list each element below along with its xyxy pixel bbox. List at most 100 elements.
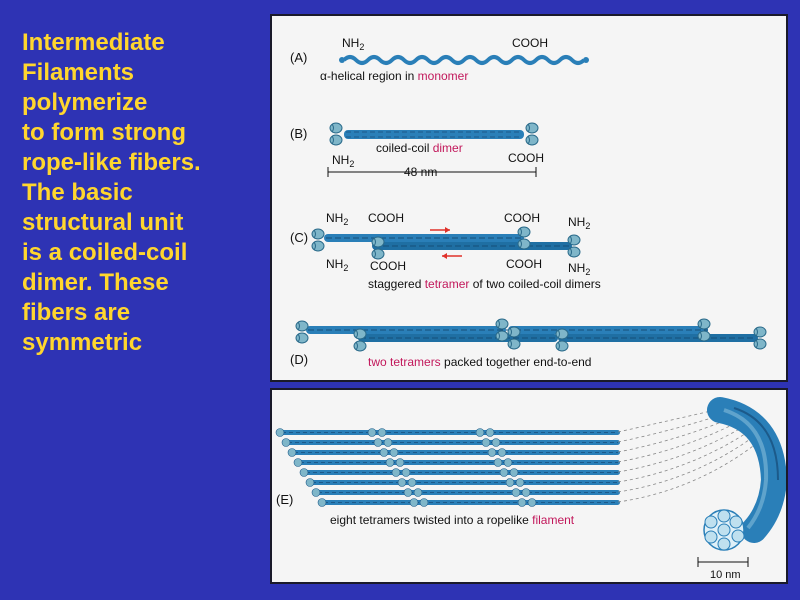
filament-tetramer-head xyxy=(407,478,417,487)
panel-b: (B) NH2 COOH coiled-coil dimer 48 nm xyxy=(290,122,544,179)
panel-c-cooh-top-left: COOH xyxy=(368,211,404,225)
panel-b-letter: (B) xyxy=(290,126,307,141)
filament-tetramer-head xyxy=(413,488,423,497)
filament-tetramer-head xyxy=(527,498,537,507)
filament-tetramer-head xyxy=(311,488,321,497)
filament-tetramer-head xyxy=(499,468,509,477)
filament-tetramer-head xyxy=(493,458,503,467)
arrowhead xyxy=(442,253,447,259)
panel-b-caption: coiled-coil dimer xyxy=(376,141,463,155)
panel-d-letter: (D) xyxy=(290,352,308,367)
panel-b-cooh-label: COOH xyxy=(508,151,544,165)
filament-tetramer-head xyxy=(281,438,291,447)
panel-d-caption: two tetramers packed together end-to-end xyxy=(368,355,591,369)
panel-b-nh2-label: NH2 xyxy=(332,153,354,169)
filament-tetramer-head xyxy=(293,458,303,467)
assembly-diagram: (A) NH2 COOH α-helical region in monomer… xyxy=(290,36,767,369)
filament-tetramer-head xyxy=(367,428,377,437)
filament-tetramer-head xyxy=(397,478,407,487)
filament-tetramer-head xyxy=(515,478,525,487)
panel-a-caption: α-helical region in monomer xyxy=(320,69,468,83)
figure-panel-filament: 10 nm (E) eight tetramers twisted into a… xyxy=(270,388,788,584)
filament-tetramer-head xyxy=(389,448,399,457)
filament-tetramer-head xyxy=(521,488,531,497)
nh-text: NH xyxy=(342,36,359,50)
tetramer-coil xyxy=(326,237,570,247)
filament-tetramer-head xyxy=(409,498,419,507)
slide-body-text: Intermediate Filaments polymerize to for… xyxy=(22,28,272,358)
text-line: polymerize xyxy=(22,89,148,116)
filament-tetramer-head xyxy=(491,438,501,447)
filament-tetramer-head xyxy=(373,438,383,447)
text-line: to form strong xyxy=(22,119,186,146)
filament-tetramer-head xyxy=(305,478,315,487)
filament-tetramer-head xyxy=(385,458,395,467)
filament-tetramer-head xyxy=(377,428,387,437)
nh-text: NH xyxy=(568,261,585,275)
subscript: 2 xyxy=(343,217,348,227)
nh-text: NH xyxy=(326,211,343,225)
filament-diagram: 10 nm (E) eight tetramers twisted into a… xyxy=(275,397,788,581)
scale-label-10nm: 10 nm xyxy=(710,569,741,581)
filament-tetramer-head xyxy=(505,478,515,487)
filament-tetramer-head xyxy=(379,448,389,457)
dimer-rod xyxy=(344,130,524,139)
filament-tetramer-head xyxy=(487,448,497,457)
filament-tetramer-head xyxy=(317,498,327,507)
text-line: Filaments xyxy=(22,59,135,86)
filament-tetramer-head xyxy=(383,438,393,447)
filament-tetramer-head xyxy=(403,488,413,497)
caption-text: of two coiled-coil dimers xyxy=(469,277,600,291)
filament-tetramer-head xyxy=(509,468,519,477)
caption-text: α-helical region in xyxy=(320,69,418,83)
filament-tetramer-head xyxy=(419,498,429,507)
monomer-helix xyxy=(342,55,586,65)
caption-highlight: tetramer xyxy=(425,277,470,291)
nh-text: NH xyxy=(326,257,343,271)
scale-10nm: 10 nm xyxy=(697,557,749,581)
caption-text: eight tetramers twisted into a ropelike xyxy=(330,513,532,527)
tetramer-head xyxy=(295,320,309,344)
filament-tetramer-head xyxy=(503,458,513,467)
filament-tetramer-head xyxy=(299,468,309,477)
panel-c-nh2-top-right: NH2 xyxy=(568,215,590,231)
nh-text: NH xyxy=(332,153,349,167)
dimer-coil xyxy=(346,131,522,138)
text-line: fibers are xyxy=(22,299,131,326)
caption-highlight: two tetramers xyxy=(368,355,441,369)
caption-text: packed together end-to-end xyxy=(441,355,592,369)
panel-c-cooh-top-right: COOH xyxy=(504,211,540,225)
tetramer-head-left xyxy=(311,228,325,252)
dimer-head-right xyxy=(525,122,539,146)
filament-tetramer-head xyxy=(275,428,285,437)
arrowhead xyxy=(445,227,450,233)
filament-tetramer-head xyxy=(485,428,495,437)
rope-filament xyxy=(707,397,788,543)
monomer-n-terminus xyxy=(339,57,345,63)
text-line: Intermediate xyxy=(22,29,165,56)
text-line: is a coiled-coil xyxy=(22,239,188,266)
dimer-head-left xyxy=(329,122,343,146)
figure-panel-assembly: (A) NH2 COOH α-helical region in monomer… xyxy=(270,14,788,382)
panel-a-cooh-label: COOH xyxy=(512,36,548,50)
text-line: structural unit xyxy=(22,209,184,236)
text-line: The basic xyxy=(22,179,133,206)
filament-tetramer-head xyxy=(511,488,521,497)
panel-c-nh2-bottom-left: NH2 xyxy=(326,257,348,273)
panel-c-caption: staggered tetramer of two coiled-coil di… xyxy=(368,277,601,291)
filament-tetramer-rod xyxy=(286,440,620,445)
panel-c-letter: (C) xyxy=(290,230,308,245)
filament-tetramer-head xyxy=(401,468,411,477)
text-line: rope-like fibers. xyxy=(22,149,201,176)
caption-highlight: monomer xyxy=(418,69,469,83)
panel-c-cooh-bottom-left: COOH xyxy=(370,259,406,273)
filament-tetramer-head xyxy=(395,458,405,467)
panel-c-nh2-top-left: NH2 xyxy=(326,211,348,227)
subscript: 2 xyxy=(585,267,590,277)
caption-text: staggered xyxy=(368,277,425,291)
caption-highlight: dimer xyxy=(433,141,463,155)
filament-tetramer-head xyxy=(475,428,485,437)
filament-tetramer-rod xyxy=(310,480,620,485)
filament-tetramer-head xyxy=(391,468,401,477)
text-line: dimer. These xyxy=(22,269,169,296)
